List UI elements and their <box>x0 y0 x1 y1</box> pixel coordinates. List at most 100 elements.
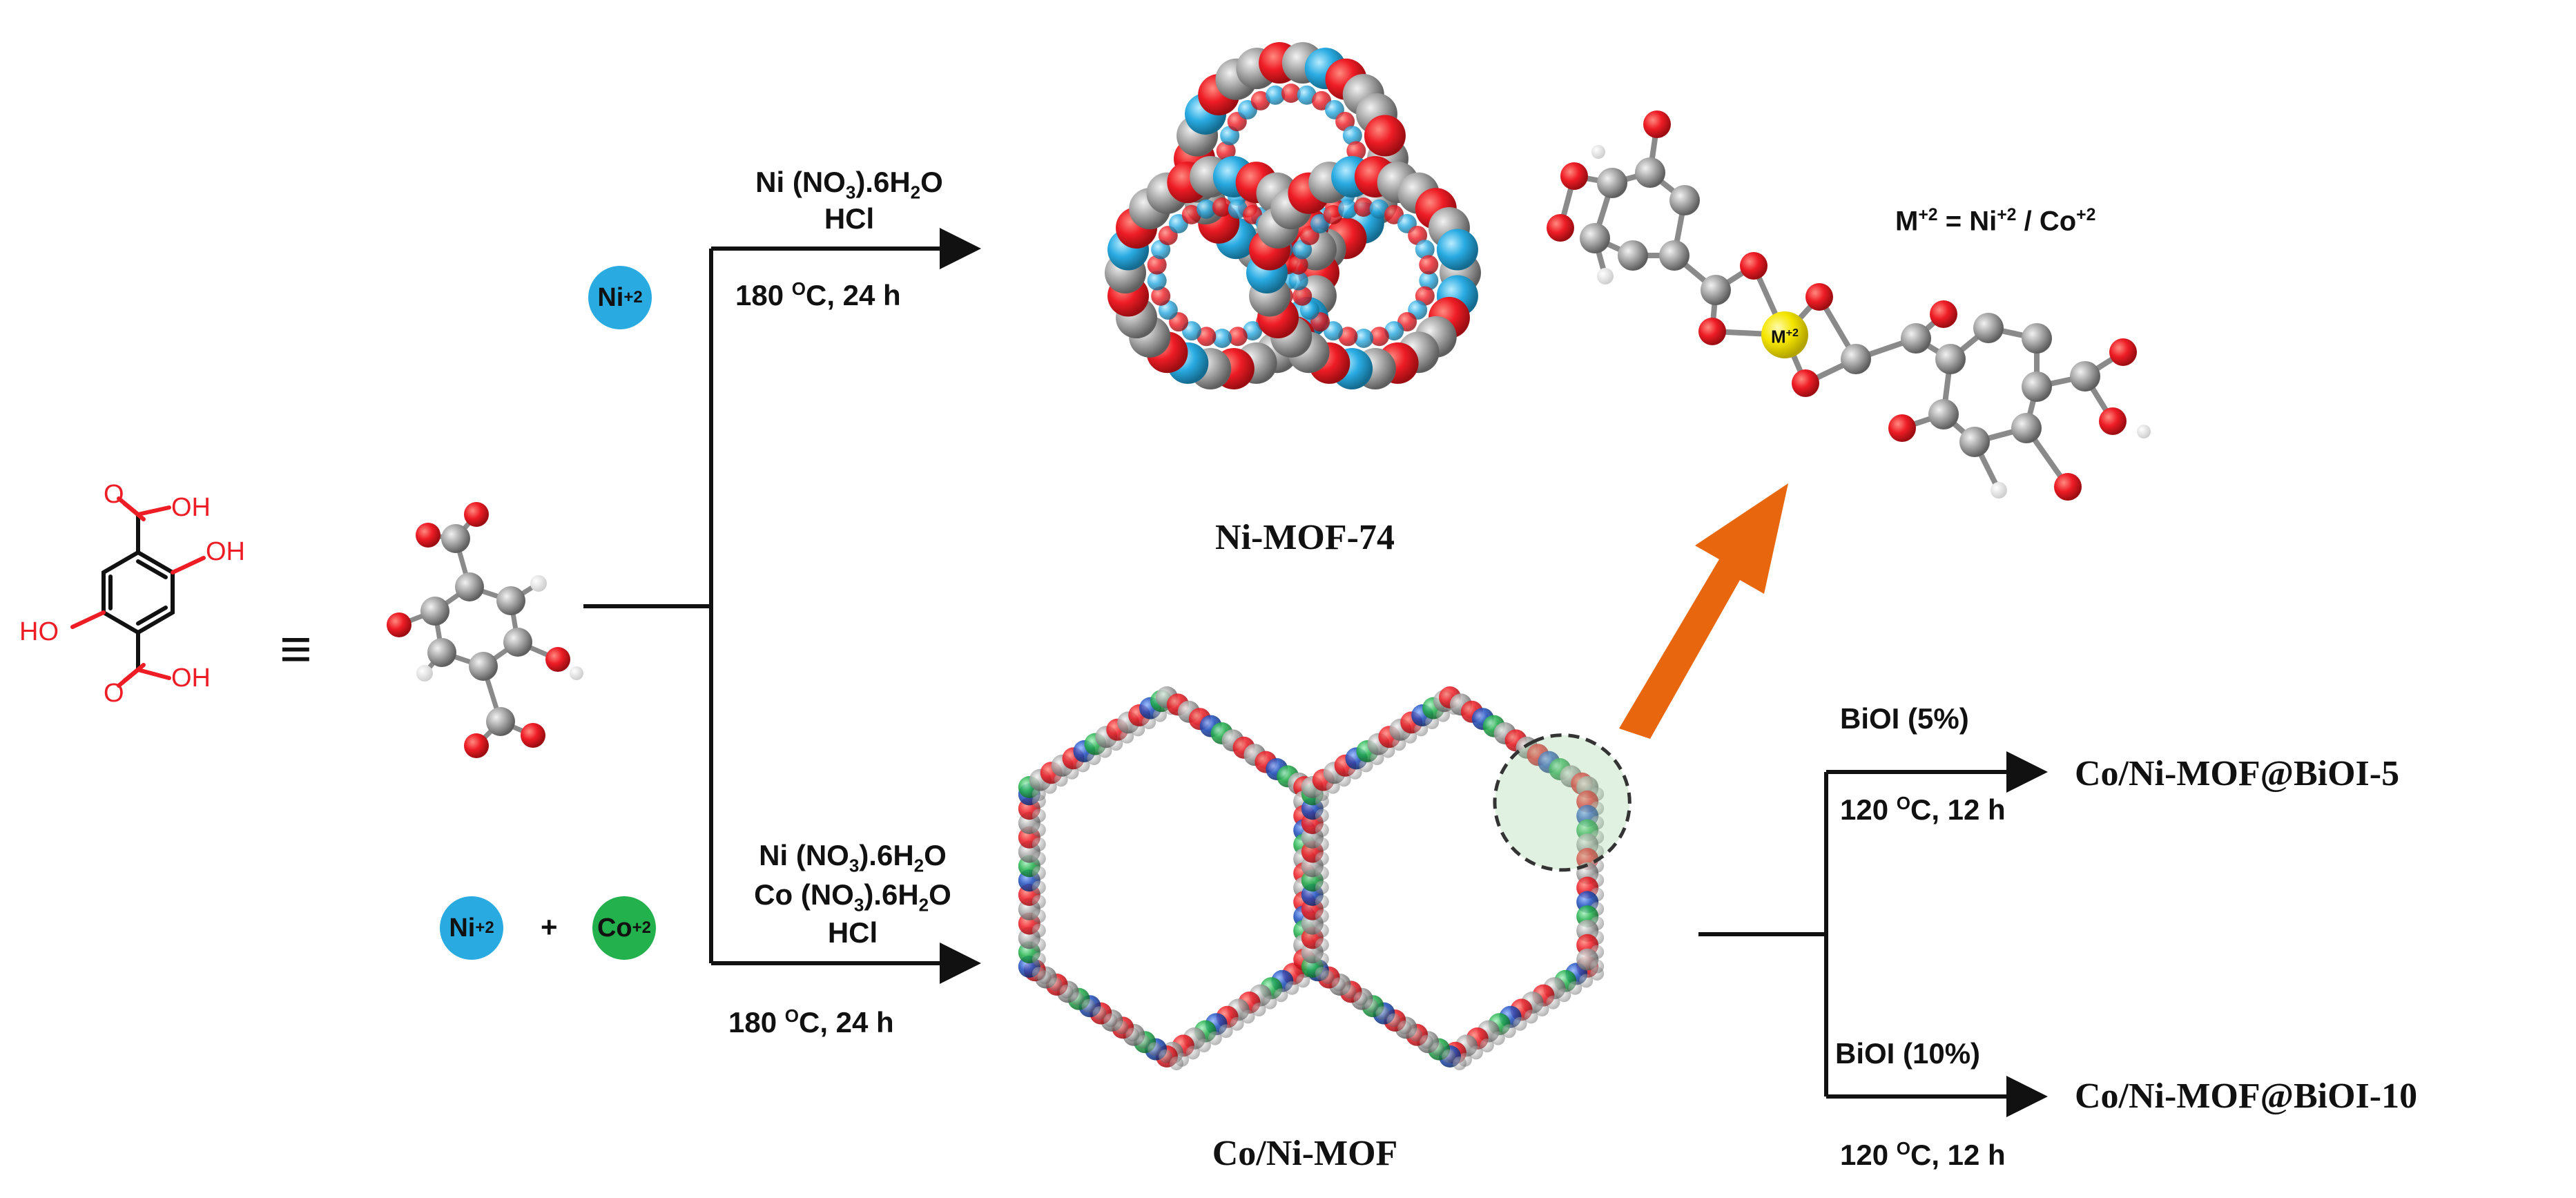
co-ni-mof-atom <box>1420 1034 1434 1049</box>
ni-mof-inner-atom <box>1212 197 1232 218</box>
co-ni-mof-atom <box>1364 998 1379 1013</box>
ni-ion-badge: Ni+2 <box>588 266 652 329</box>
co-ni-mof-atom <box>1032 923 1046 938</box>
co-ni-mof-atom <box>1219 1024 1233 1038</box>
linker-atoms <box>387 502 583 758</box>
co-ni-mof-atom <box>1252 1003 1266 1016</box>
ni-mof-inner-atom <box>1228 327 1248 347</box>
co-ni-mof-atom <box>1032 823 1046 837</box>
ni-ion-charge: +2 <box>623 288 643 307</box>
co-ni-mof-atom <box>1147 1042 1162 1056</box>
co-ni-mof-atom <box>1315 895 1329 909</box>
co-ni-mof-atom <box>1342 985 1357 998</box>
biol-5-product-title: Co/Ni-MOF@BiOI-5 <box>2075 754 2400 793</box>
co-ni-mof-atom <box>1081 998 1096 1013</box>
linker-o-bottom: O <box>104 679 124 708</box>
co-ni-mof-atom <box>1315 809 1329 823</box>
ni-mof-inner-atom <box>1281 84 1301 104</box>
equivalence-sign: ≡ <box>280 618 312 679</box>
co-ni-mof-atom <box>1274 988 1288 1003</box>
ni-mof-inner-atom <box>1292 286 1313 306</box>
ni-mof-inner-atom <box>1147 255 1167 275</box>
ni-mof-inner-atom <box>1346 141 1366 161</box>
linker-ho-left: HO <box>19 617 59 646</box>
co-ni-mof-atom <box>1315 837 1329 851</box>
ni-mof-inner-atom <box>1419 271 1439 291</box>
ni-route-conditions: 180 OC, 24 h <box>735 278 901 311</box>
co-ni-mof-atom <box>1125 1027 1140 1042</box>
co-ni-mof-atom <box>1315 866 1329 880</box>
linker-o-top: O <box>104 480 124 509</box>
co-ni-mof-atom <box>1059 985 1074 998</box>
metal-definition: M+2 = Ni+2 / Co+2 <box>1895 206 2096 237</box>
co-ni-mof-atom <box>1136 1034 1151 1049</box>
co-ni-mof-atom <box>1208 1031 1222 1045</box>
co-ni-mof-atom <box>1032 909 1046 923</box>
metal-center-label: M+2 <box>1770 326 1799 347</box>
co-ni-mof-atom <box>1032 880 1046 895</box>
highlight-region <box>1493 733 1631 872</box>
biol-10-reagent: BiOI (10%) <box>1835 1037 1981 1070</box>
ni-mof-inner-atom <box>1266 85 1286 105</box>
co-ni-mof-atom <box>1032 938 1046 952</box>
linker-ball-and-stick <box>398 512 559 748</box>
co-ni-mof-atom <box>1579 974 1594 988</box>
ni-mof-inner-atom <box>1419 255 1439 275</box>
ni-mof-74-title: Ni-MOF-74 <box>1215 518 1395 557</box>
co-ni-mof-atom <box>1502 1024 1516 1038</box>
co-ni-mof-atom <box>1032 952 1046 967</box>
co-ni-mof-atom <box>1315 909 1329 923</box>
ni-mof-inner-atom <box>1297 85 1317 105</box>
ni-mof-inner-atom <box>1181 204 1201 224</box>
co-ni-mof-atom <box>1469 1045 1483 1060</box>
ni-mof-inner-atom <box>1243 321 1263 341</box>
ni-mof-inner-atom <box>1250 90 1270 110</box>
co-ni-mof-atom <box>1408 1027 1423 1042</box>
co-ni-mof-atom <box>1296 974 1310 988</box>
co-ni-mof-atom <box>1032 837 1046 851</box>
ni-mof-inner-atom <box>1338 327 1358 347</box>
ni-mof-inner-atom <box>1338 199 1358 219</box>
co-ni-mof-atom <box>1032 895 1046 909</box>
biol-5-conditions: 120 OC, 12 h <box>1840 793 2006 826</box>
ni-mof-inner-atom <box>1197 327 1217 347</box>
co-ni-mof-atom <box>1353 992 1368 1006</box>
coni-route-reagent-ni: Ni (NO3).6H2O <box>759 839 947 876</box>
co-ni-mof-atom <box>1285 980 1299 995</box>
ni-mof-inner-atom <box>1288 255 1308 275</box>
coordination-atoms <box>1547 110 2151 501</box>
ni-mof-inner-atom <box>1197 199 1217 219</box>
co-ni-mof-atom <box>1375 1006 1390 1021</box>
co-ni-mof-atom <box>1535 1003 1549 1016</box>
co-ni-mof-atom <box>1442 1049 1456 1063</box>
co-ni-mof-framework <box>1018 686 1605 1070</box>
co-ni-mof-atom <box>1315 938 1329 952</box>
coni-route-reagent-co: Co (NO3).6H2O <box>754 878 951 916</box>
co-ni-mof-atom <box>1568 980 1582 995</box>
co-ni-mof-atom <box>1557 988 1571 1003</box>
plus-sign: + <box>541 911 558 943</box>
co-ni-mof-atom <box>1590 959 1605 974</box>
co-ni-mof-atom <box>1032 809 1046 823</box>
co-ni-mof-atom <box>1170 1056 1183 1070</box>
ni-mof-inner-atom <box>1384 321 1404 341</box>
ni-mof-inner-atom <box>1369 327 1389 347</box>
co-ion-badge: Co+2 <box>592 896 656 960</box>
co-ni-mof-atom <box>1263 995 1277 1009</box>
co-ni-mof-atom <box>1032 967 1046 980</box>
co-ni-mof-atom <box>1315 967 1329 980</box>
co-ni-mof-atom <box>1230 1016 1244 1031</box>
co-ni-mof-atom <box>1159 1049 1173 1063</box>
co-ni-mof-atom <box>1032 866 1046 880</box>
ni-ion-symbol: Ni <box>597 282 624 312</box>
linker-oh-right: OH <box>206 537 245 566</box>
ni-ion-charge-mixed: +2 <box>475 918 494 937</box>
co-ni-mof-atom <box>1397 1021 1412 1034</box>
ni-mof-inner-atom <box>1147 271 1167 291</box>
ni-mof-inner-atom <box>1288 271 1308 291</box>
ni-ion-badge-mixed: Ni+2 <box>440 896 503 960</box>
ni-mof-inner-atom <box>1415 240 1435 260</box>
co-ni-mof-atom <box>1315 923 1329 938</box>
ni-route-acid: HCl <box>824 202 875 235</box>
